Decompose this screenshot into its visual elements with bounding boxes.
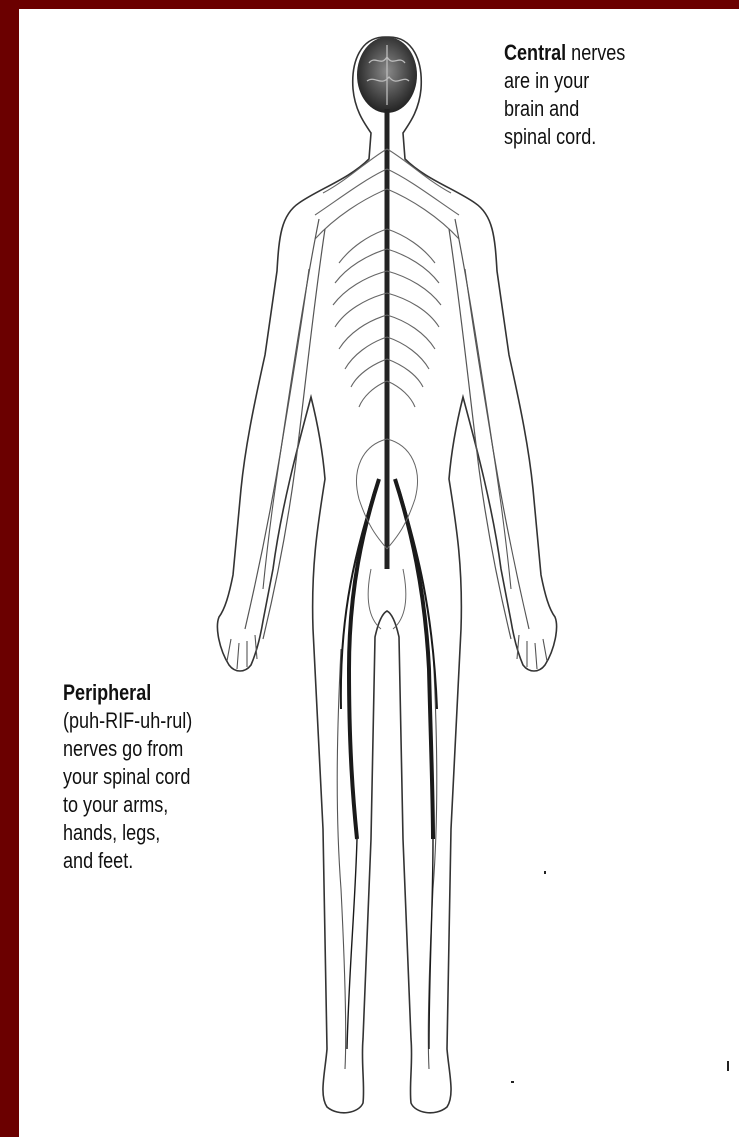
central-nerves-caption: Central nerves are in your brain and spi…	[504, 39, 701, 151]
speck-mark	[511, 1081, 514, 1083]
right-hand-fingers	[517, 635, 547, 669]
peripheral-line-5: hands, legs,	[63, 820, 160, 845]
central-line-4: spinal cord.	[504, 124, 596, 149]
diagram-panel: Central nerves are in your brain and spi…	[19, 9, 739, 1137]
central-line-3: brain and	[504, 96, 579, 121]
left-leg-inner-contour	[337, 649, 346, 1069]
left-hand-fingers	[227, 635, 257, 669]
peripheral-line-4: to your arms,	[63, 792, 168, 817]
central-line-2: are in your	[504, 68, 589, 93]
peripheral-term: Peripheral	[63, 680, 151, 705]
peripheral-line-3: your spinal cord	[63, 764, 190, 789]
speck-mark	[544, 871, 546, 874]
central-line-1: nerves	[566, 40, 625, 65]
nervous-system-illustration	[19, 9, 739, 1137]
peripheral-line-6: and feet.	[63, 848, 133, 873]
speck-mark	[727, 1061, 729, 1071]
central-term: Central	[504, 40, 566, 65]
peripheral-line-2: nerves go from	[63, 736, 183, 761]
peripheral-line-1: (puh-RIF-uh-rul)	[63, 708, 192, 733]
peripheral-nerves-caption: Peripheral (puh-RIF-uh-rul) nerves go fr…	[63, 679, 325, 875]
